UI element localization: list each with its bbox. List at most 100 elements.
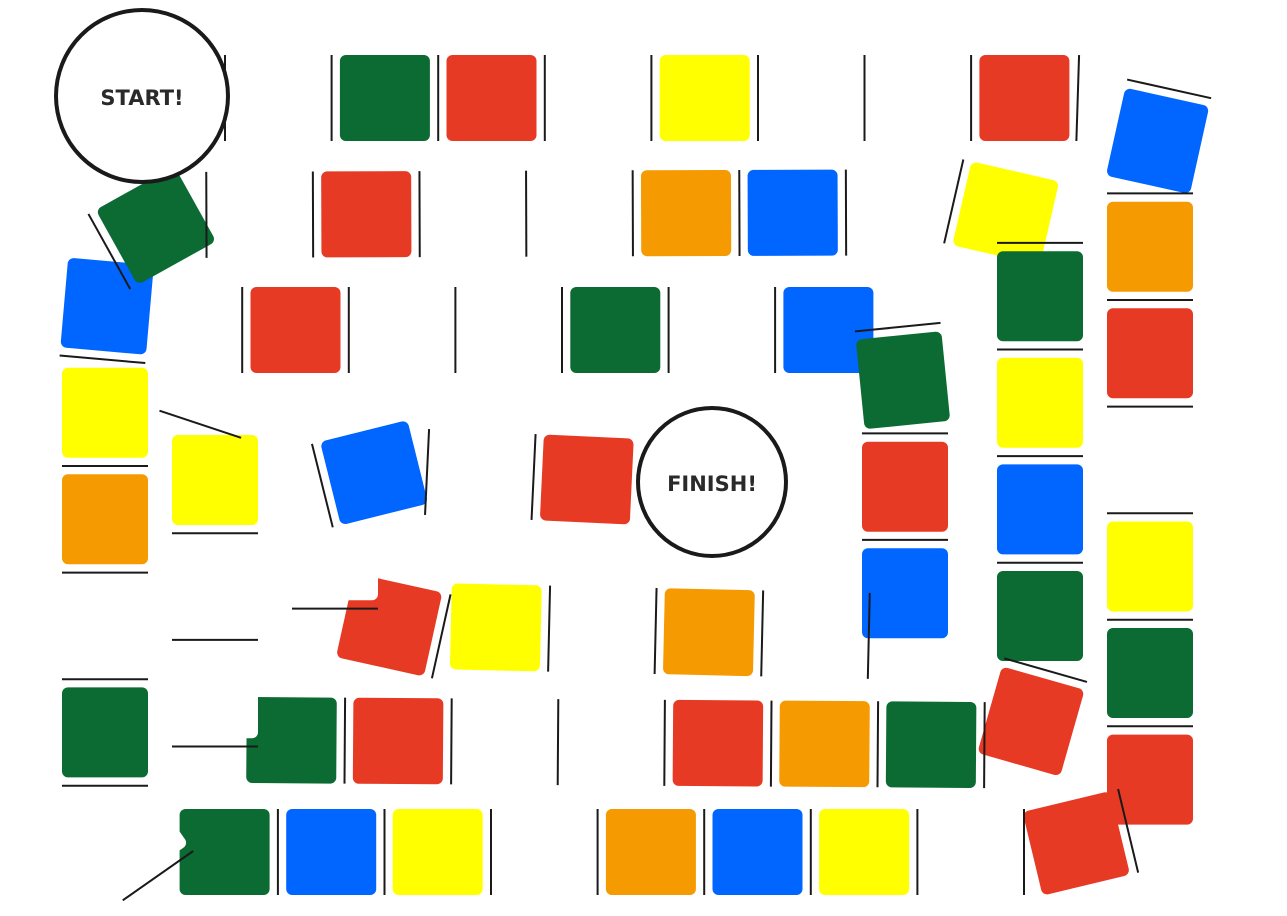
board-space[interactable]	[59, 258, 154, 365]
board-space[interactable]	[863, 55, 963, 141]
board-space[interactable]	[292, 510, 378, 610]
board-space[interactable]	[605, 809, 706, 895]
board-space[interactable]	[87, 166, 216, 290]
board-space[interactable]	[172, 648, 258, 748]
space-green	[97, 168, 214, 283]
board-space[interactable]	[997, 348, 1083, 448]
board-space[interactable]	[286, 809, 386, 895]
board-space[interactable]	[246, 697, 347, 784]
space-blue	[60, 258, 154, 355]
board-space[interactable]	[977, 657, 1088, 776]
board-space[interactable]	[62, 367, 148, 468]
board-space[interactable]	[311, 420, 428, 528]
start-circle[interactable]	[54, 8, 230, 184]
board-space[interactable]	[556, 585, 658, 675]
space-yellow	[172, 435, 258, 525]
board-space[interactable]	[779, 700, 880, 788]
board-space[interactable]	[62, 687, 148, 787]
space-orange	[663, 588, 755, 677]
board-space[interactable]	[172, 541, 258, 641]
board-space[interactable]	[862, 432, 948, 532]
space-red	[1107, 308, 1193, 399]
board-space[interactable]	[347, 287, 448, 373]
board-space[interactable]	[530, 433, 634, 525]
space-divider	[450, 698, 453, 785]
board-space[interactable]	[352, 697, 453, 785]
board-space[interactable]	[454, 287, 554, 373]
board-space[interactable]	[650, 55, 750, 141]
board-space[interactable]	[1107, 725, 1193, 825]
space-red	[1023, 792, 1129, 895]
finish-circle[interactable]	[636, 406, 788, 558]
board-space[interactable]	[1107, 298, 1193, 399]
board-space[interactable]	[560, 287, 661, 373]
board-space[interactable]	[330, 55, 430, 141]
board-space[interactable]	[179, 809, 279, 895]
board-space[interactable]	[1107, 192, 1193, 292]
board-space[interactable]	[566, 699, 666, 786]
space-green	[997, 251, 1083, 342]
board-space[interactable]	[663, 588, 765, 677]
space-red	[540, 434, 634, 525]
space-red	[250, 287, 341, 373]
board-space[interactable]	[970, 55, 1070, 141]
board-space[interactable]	[1106, 78, 1212, 195]
board-space[interactable]	[712, 809, 812, 895]
board-space[interactable]	[525, 170, 625, 257]
board-space[interactable]	[392, 809, 493, 895]
board-space[interactable]	[997, 455, 1083, 555]
board-space[interactable]	[311, 171, 412, 258]
board-space[interactable]	[885, 701, 986, 789]
board-space[interactable]	[543, 55, 644, 141]
board-space[interactable]	[62, 474, 148, 574]
board-space[interactable]	[1107, 512, 1193, 612]
space-white	[676, 287, 767, 373]
board-space[interactable]	[819, 809, 919, 895]
board-space[interactable]	[437, 55, 537, 141]
board-space[interactable]	[205, 171, 305, 258]
board-space[interactable]	[223, 55, 324, 141]
board-space[interactable]	[1023, 788, 1140, 896]
space-yellow	[62, 367, 148, 458]
space-divider	[556, 699, 560, 786]
board-space[interactable]	[667, 287, 767, 373]
board-space[interactable]	[499, 809, 599, 895]
board-space[interactable]	[241, 287, 341, 373]
board-space[interactable]	[631, 169, 732, 257]
board-space[interactable]	[756, 55, 857, 141]
space-blue	[997, 464, 1083, 555]
space-white	[925, 809, 1016, 895]
board-space[interactable]	[854, 321, 950, 429]
space-red	[321, 171, 412, 258]
start-label: START!	[100, 86, 183, 110]
board-space[interactable]	[159, 317, 272, 439]
board-space[interactable]	[943, 159, 1059, 265]
board-space[interactable]	[925, 809, 1026, 895]
board-space[interactable]	[769, 590, 871, 679]
board-space[interactable]	[997, 561, 1083, 661]
space-white	[854, 169, 945, 256]
board-space[interactable]	[844, 169, 945, 256]
space-green	[570, 287, 661, 373]
space-white	[872, 55, 963, 141]
board-space[interactable]	[459, 698, 560, 786]
board-space[interactable]	[862, 538, 948, 639]
space-orange	[605, 809, 696, 895]
board-space[interactable]	[1107, 405, 1193, 505]
board-space[interactable]	[738, 169, 838, 256]
space-divider	[653, 587, 658, 675]
board-space[interactable]	[172, 435, 258, 535]
board-space[interactable]	[66, 770, 194, 902]
space-green	[856, 331, 950, 429]
board-space[interactable]	[672, 699, 773, 787]
finish-label: FINISH!	[667, 472, 757, 496]
board-space[interactable]	[1107, 618, 1193, 718]
board-space[interactable]	[62, 580, 148, 681]
board-space[interactable]	[449, 583, 552, 672]
board-space[interactable]	[774, 287, 874, 373]
board-space[interactable]	[424, 428, 527, 520]
space-white	[766, 55, 857, 141]
board-space[interactable]	[418, 170, 519, 258]
space-white	[163, 319, 271, 429]
board-space[interactable]	[997, 241, 1083, 342]
